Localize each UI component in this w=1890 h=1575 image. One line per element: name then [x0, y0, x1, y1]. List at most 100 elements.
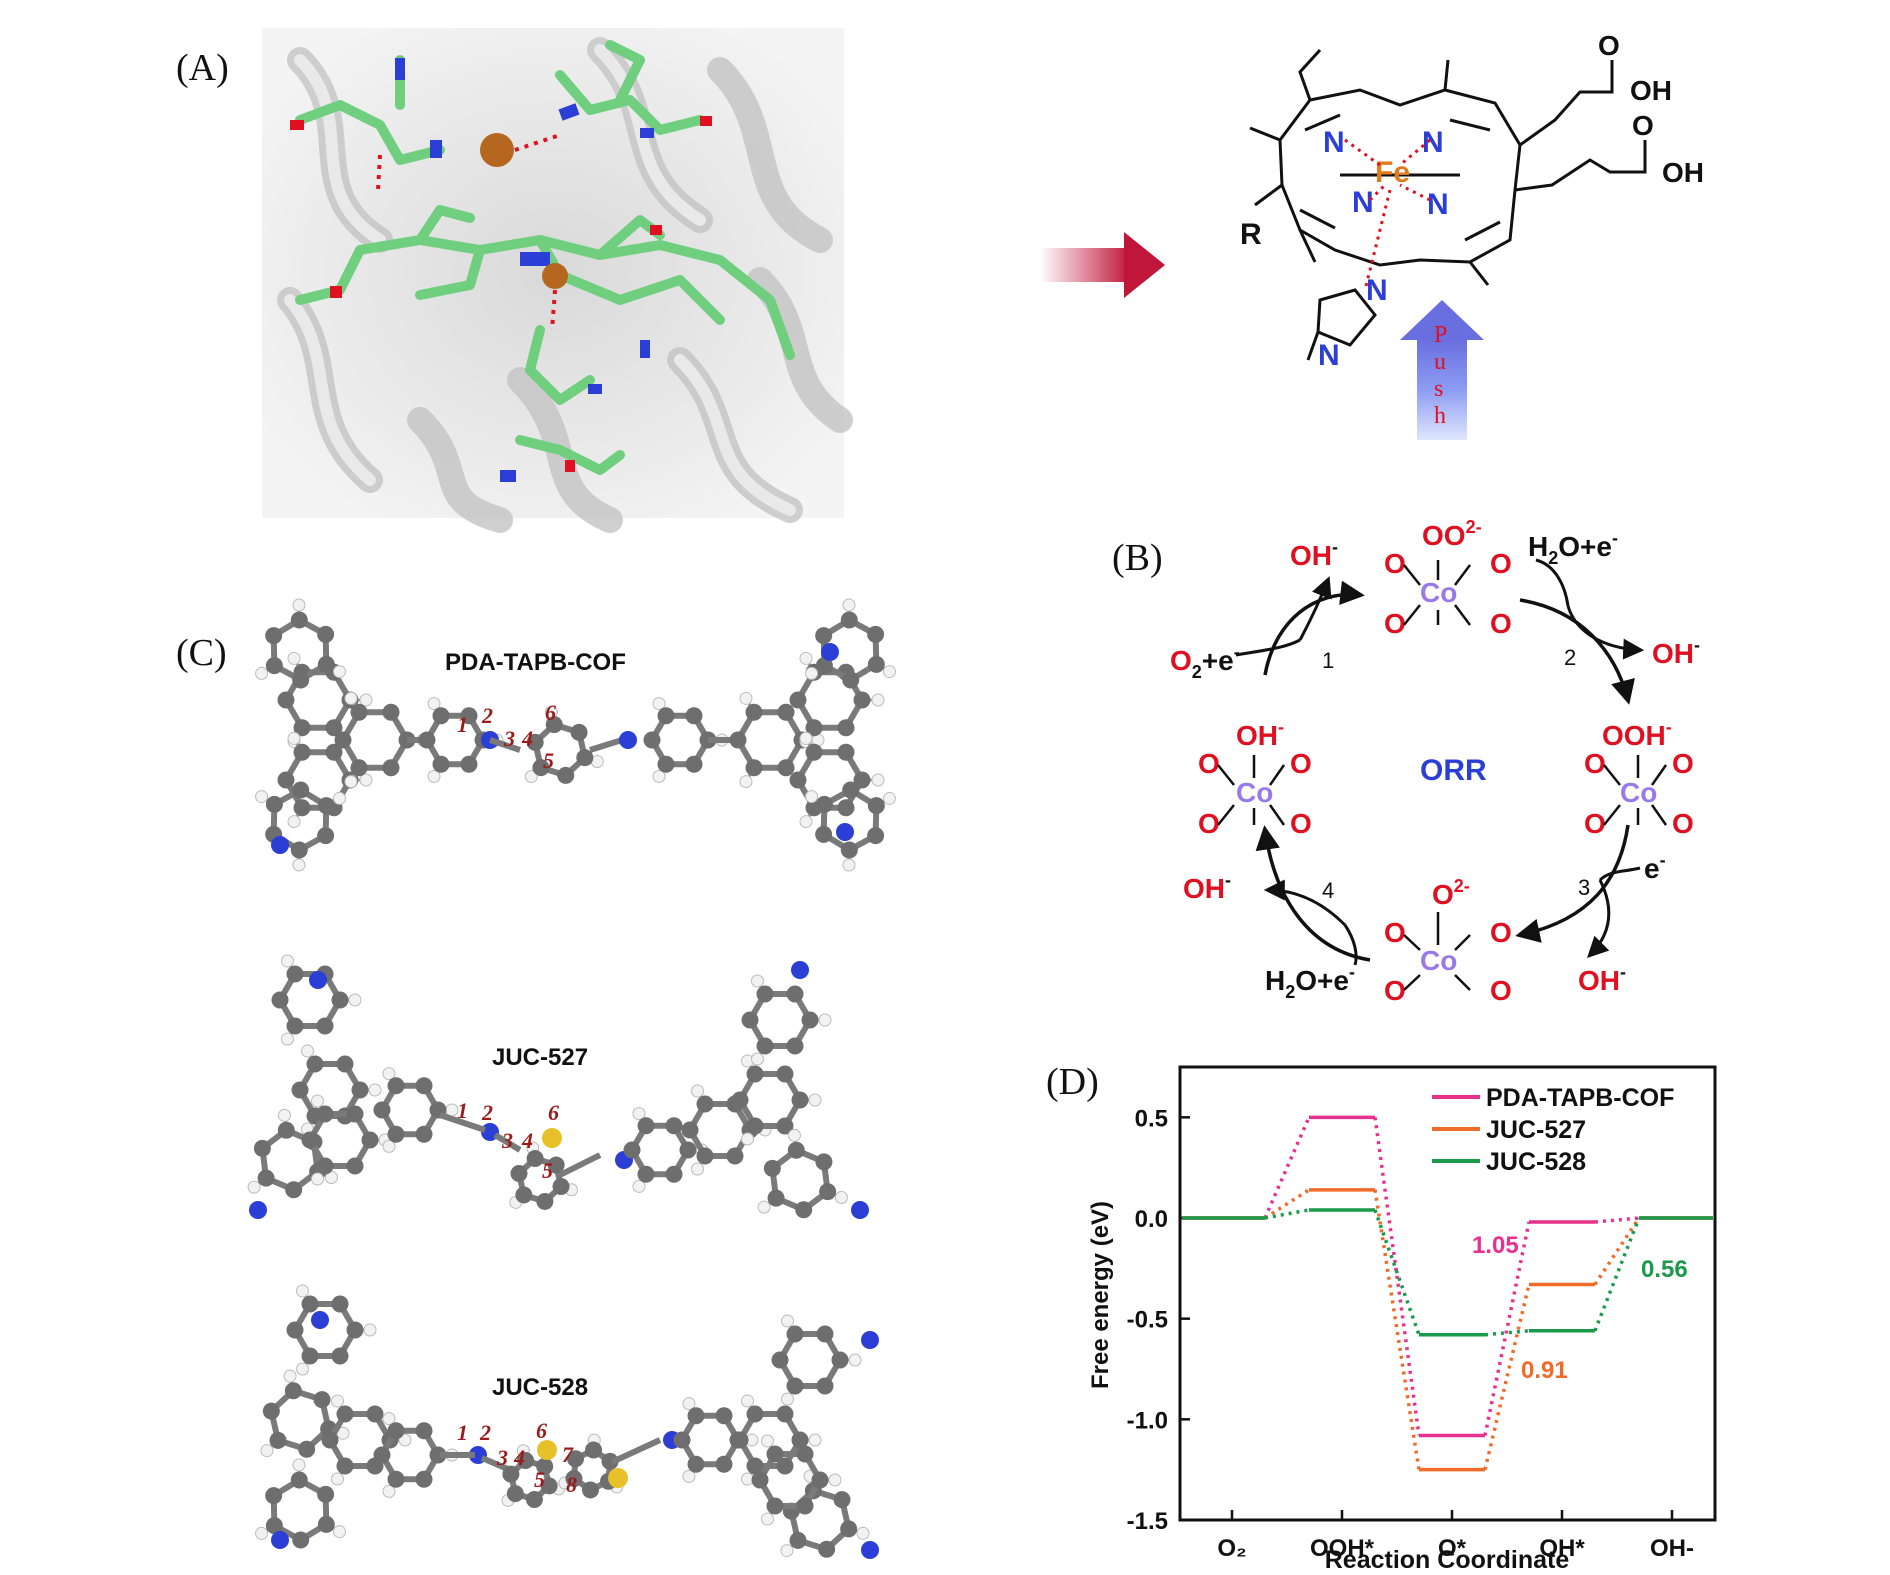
carbon-atom — [502, 1465, 520, 1483]
carbon-atom — [277, 771, 295, 789]
carbon-atom — [837, 719, 855, 737]
site-label-c6: 6 — [536, 1418, 547, 1443]
panel-label-d: (D) — [1046, 1061, 1099, 1103]
hydrogen-atom — [632, 1107, 646, 1121]
cof-molecule-models — [247, 598, 896, 1559]
hydrogen-atom — [828, 1473, 842, 1487]
site-label-a2: 2 — [481, 703, 493, 728]
transition-line — [1373, 1189, 1421, 1470]
carbon-atom — [837, 743, 855, 761]
carbon-atom — [681, 1121, 699, 1139]
carbon-atom — [321, 1431, 339, 1449]
carbon-atom — [285, 1181, 303, 1199]
carbon-atom — [336, 1405, 354, 1423]
carbon-atom — [816, 1325, 834, 1343]
carbon-atom — [316, 1105, 334, 1123]
carbon-atom — [746, 1405, 764, 1423]
carbon-atom — [306, 1055, 324, 1073]
hydrogen-atom — [324, 1171, 338, 1185]
hydrogen-atom — [427, 769, 441, 783]
heme-structure — [1249, 48, 1647, 361]
carbon-atom — [331, 991, 349, 1009]
hydrogen-atom — [331, 1472, 344, 1486]
species-bottom: O2- — [1432, 876, 1470, 910]
carbon-atom — [253, 1139, 271, 1157]
carbon-atom — [746, 1117, 764, 1135]
hydrogen-atom — [848, 1353, 862, 1367]
carbon-atom — [786, 1377, 804, 1395]
carbon-atom — [418, 731, 436, 749]
cooh-label-1: OH — [1630, 75, 1672, 106]
carbon-atom — [286, 1017, 304, 1035]
hydrogen-atom — [277, 1108, 291, 1122]
carbon-atom — [795, 1201, 813, 1219]
hydrogen-atom — [882, 791, 896, 805]
species-top: OO2- — [1422, 517, 1482, 551]
hydrogen-atom — [757, 1200, 771, 1214]
atom — [861, 1541, 879, 1559]
site-label-a6: 6 — [545, 700, 556, 725]
carbon-atom — [786, 1037, 804, 1055]
site-label-a3: 3 — [503, 726, 515, 751]
carbon-atom — [515, 1186, 533, 1204]
carbon-atom — [840, 611, 858, 629]
atom — [271, 1531, 289, 1549]
carbon-atom — [776, 1117, 794, 1135]
carbon-atom — [290, 841, 308, 859]
hydrogen-atom — [359, 693, 373, 707]
carbon-atom — [842, 781, 860, 799]
carbon-atom — [366, 1405, 384, 1423]
hydrogen-atom — [808, 1093, 822, 1107]
carbon-atom — [696, 1095, 714, 1113]
o-bottom-2: O — [1490, 917, 1512, 948]
hydrogen-atom — [359, 773, 373, 787]
bond — [589, 737, 623, 753]
annotation-juc527: 0.91 — [1521, 1357, 1568, 1384]
carbon-atom — [643, 731, 661, 749]
carbon-atom — [756, 985, 774, 1003]
carbon-atom — [350, 759, 368, 777]
carbon-atom — [277, 1121, 295, 1139]
transition-line — [1593, 1217, 1641, 1286]
x-tick-label: OH- — [1650, 1535, 1694, 1562]
hydrogen-atom — [741, 1394, 754, 1408]
hydrogen-atom — [751, 974, 764, 988]
bond — [439, 1112, 486, 1133]
carbon-atom — [265, 1517, 283, 1535]
hydrogen-atom — [287, 651, 301, 665]
step-4: 4 — [1322, 878, 1334, 903]
carbon-atom — [815, 795, 833, 813]
carbon-atom — [387, 1422, 405, 1440]
hydrogen-atom — [255, 1526, 269, 1540]
carbon-atom — [298, 1440, 316, 1458]
atom — [851, 1201, 869, 1219]
carbon-atom — [350, 703, 368, 721]
carbon-atom — [271, 991, 289, 1009]
co-bottom: Co — [1420, 945, 1457, 976]
carbon-atom — [317, 1515, 335, 1533]
carbon-atom — [766, 1497, 784, 1515]
carbon-atom — [526, 1150, 544, 1168]
hydrogen-atom — [871, 693, 885, 707]
carbon-atom — [746, 1065, 764, 1083]
o-label-1: O — [1598, 30, 1620, 61]
carbon-atom — [811, 1471, 829, 1489]
bond — [558, 1152, 602, 1178]
hydrogen-atom — [247, 1180, 261, 1194]
carbon-atom — [387, 1125, 405, 1143]
n-label-imid-2: N — [1318, 339, 1340, 372]
carbon-atom — [696, 1147, 714, 1165]
carbon-atom — [791, 1431, 809, 1449]
carbon-atom — [786, 985, 804, 1003]
o2-input: O2+e- — [1170, 642, 1240, 682]
carbon-atom — [853, 691, 871, 709]
carbon-atom — [432, 755, 450, 773]
x-tick-label: OH* — [1539, 1535, 1585, 1562]
hydrogen-atom — [799, 731, 813, 745]
carbon-atom — [545, 716, 563, 734]
legend-label: JUC-527 — [1486, 1116, 1586, 1144]
hydrogen-atom — [856, 1526, 870, 1540]
carbon-atom — [351, 1081, 369, 1099]
carbon-atom — [536, 1457, 554, 1475]
hydrogen-atom — [799, 651, 813, 665]
